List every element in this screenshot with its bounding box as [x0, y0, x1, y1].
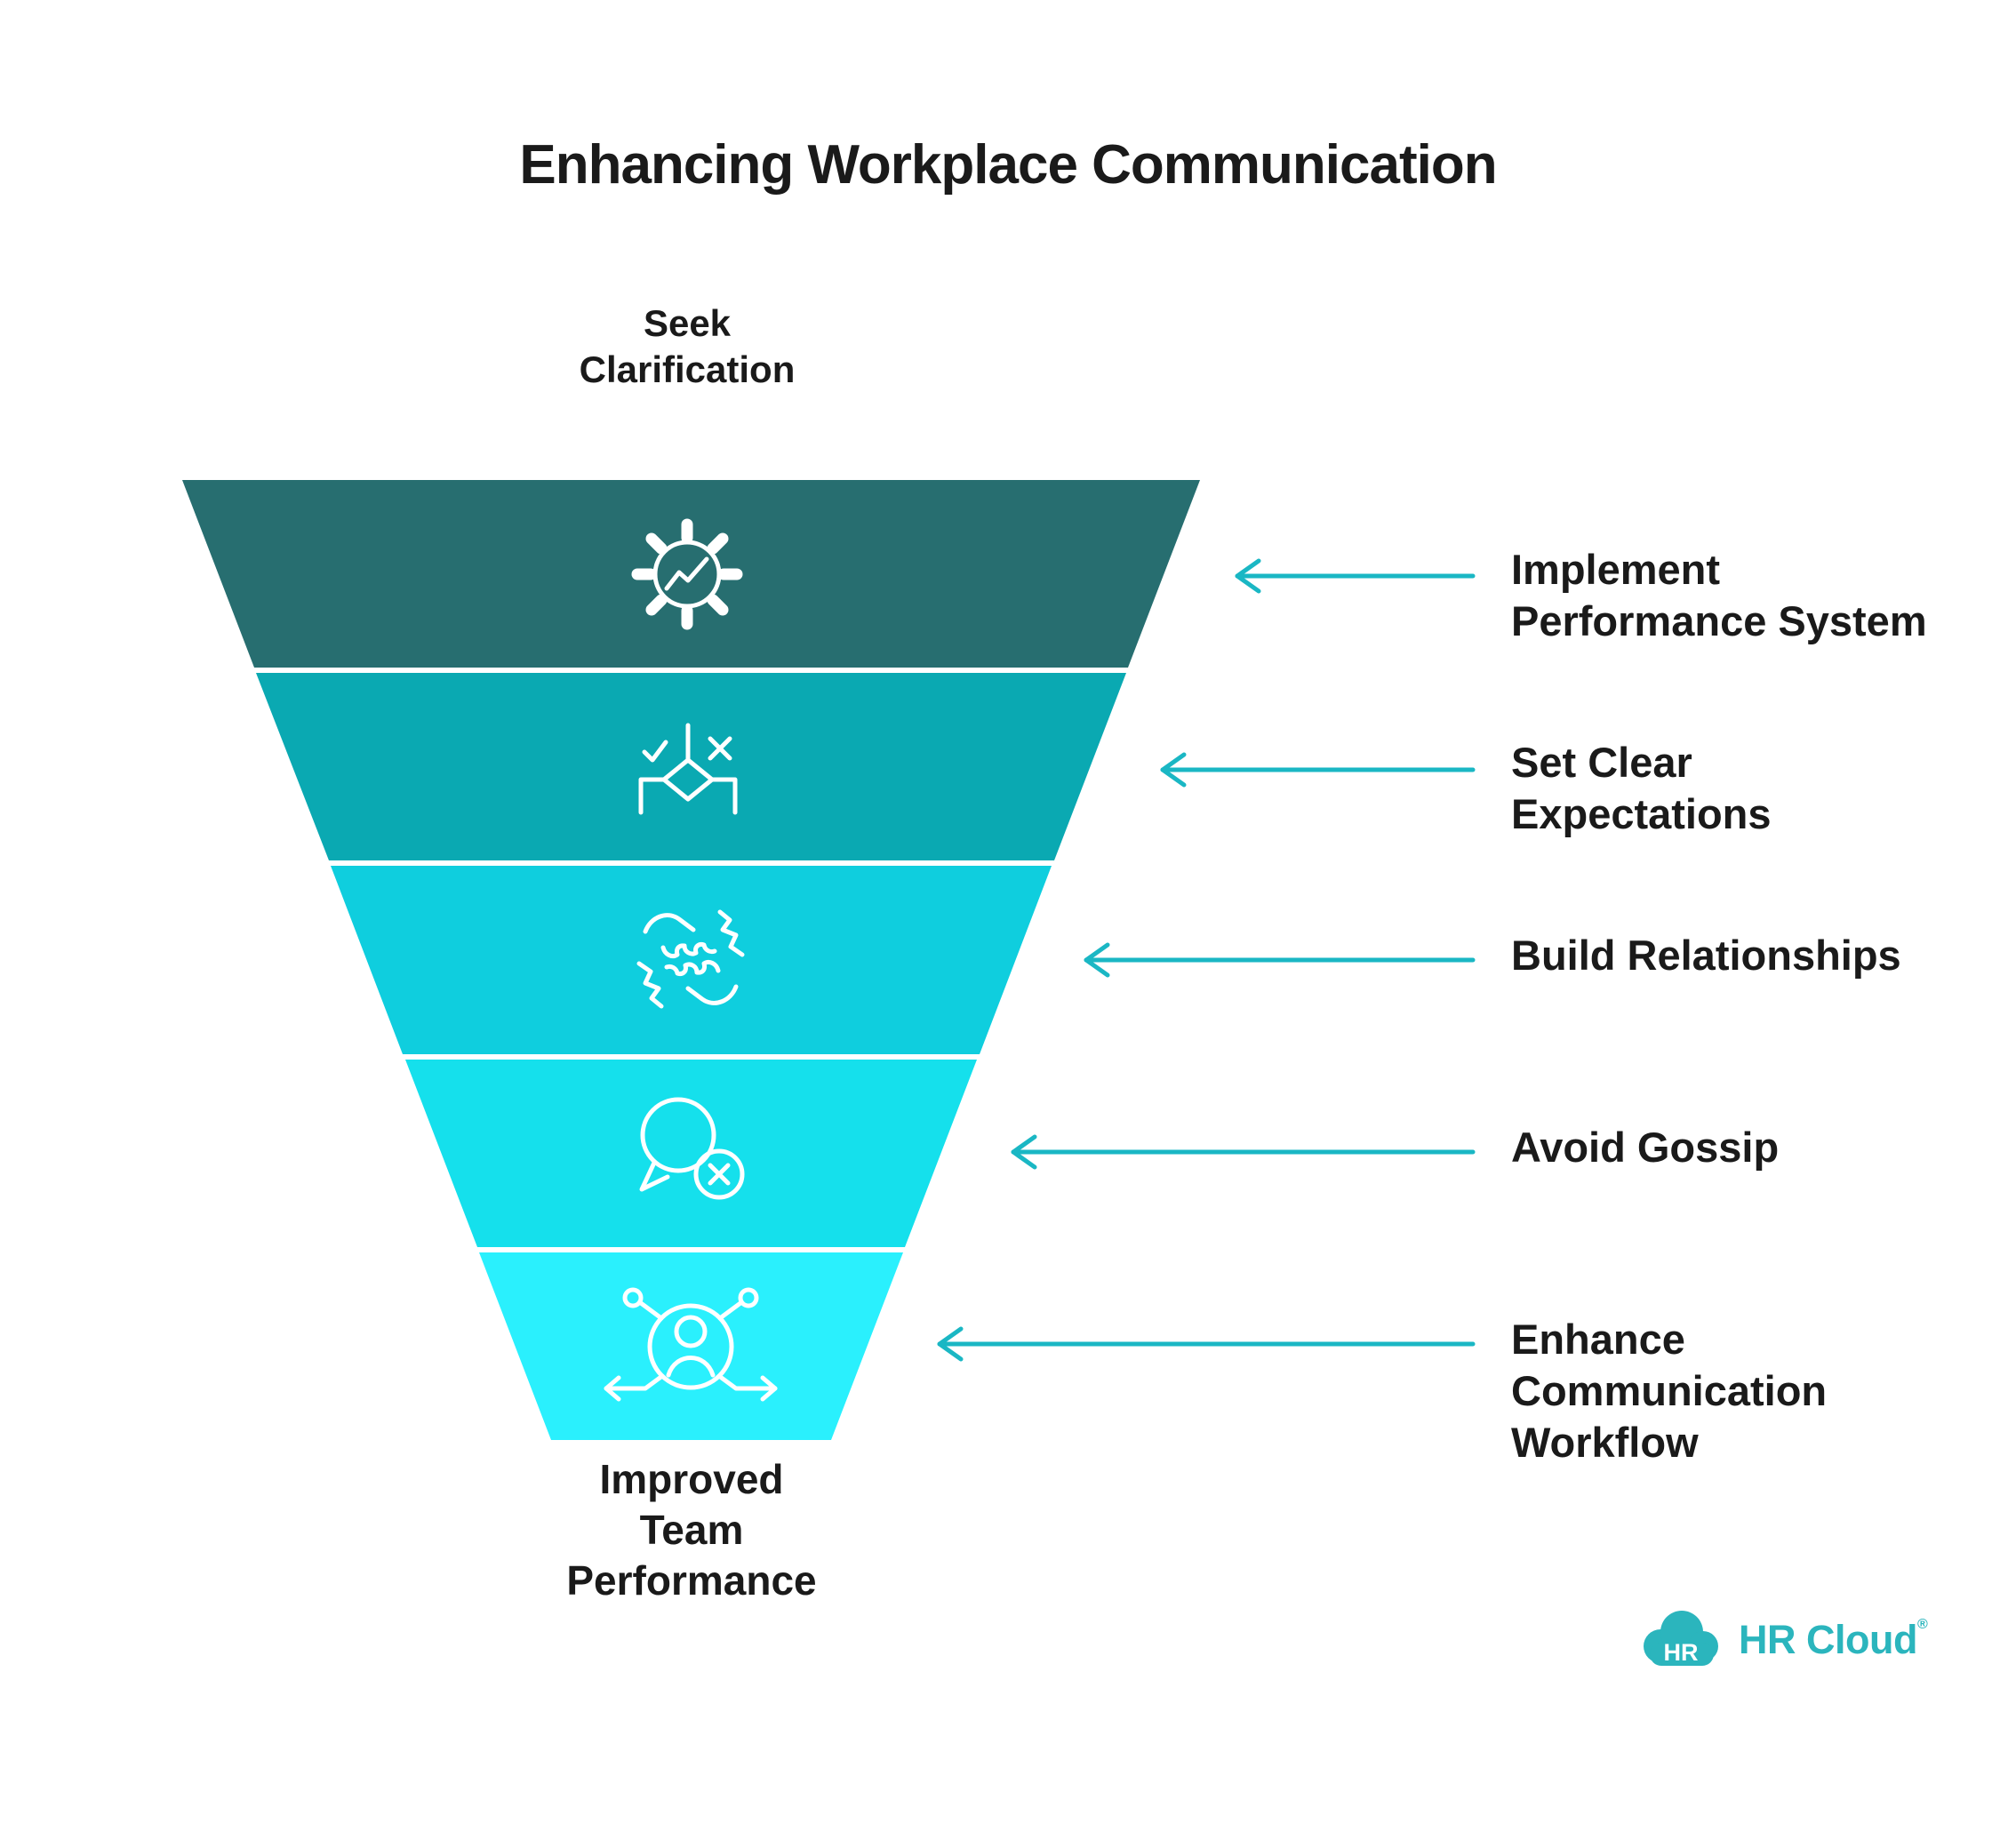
stage-4-arrow: [1011, 1134, 1476, 1170]
stage-1-arrow: [1235, 558, 1476, 594]
no-gossip-icon: [639, 1097, 745, 1200]
handshake-icon: [636, 909, 745, 1009]
stage-5-arrow: [937, 1326, 1476, 1362]
funnel-stage-2: [256, 673, 1126, 860]
person-workflow-icon: [604, 1287, 778, 1402]
decision-check-icon: [638, 723, 738, 815]
page-title: Enhancing Workplace Communication: [519, 134, 1497, 196]
funnel-stage-4: [405, 1060, 977, 1247]
hr-cloud-icon: HR: [1644, 1611, 1718, 1666]
registered-mark: ®: [1916, 1617, 1928, 1632]
funnel-output-label: Improved Team Performance: [566, 1456, 817, 1604]
funnel-stage-3: [331, 866, 1052, 1054]
stage-2-arrow: [1160, 752, 1476, 788]
logo-name: HR Cloud: [1739, 1617, 1917, 1662]
logo-wordmark: HR Cloud®: [1739, 1617, 1928, 1663]
stage-label-enhance-communication-workflow: Enhance Communication Workflow: [1511, 1316, 1828, 1466]
stage-label-avoid-gossip: Avoid Gossip: [1511, 1124, 1780, 1171]
gear-performance-icon: [631, 518, 743, 630]
stage-3-arrow: [1084, 942, 1476, 978]
stage-label-build-relationships: Build Relationships: [1511, 932, 1901, 979]
funnel-input-label: Seek Clarification: [579, 302, 796, 390]
stage-label-set-clear-expectations: Set Clear Expectations: [1511, 739, 1772, 837]
stage-label-implement-performance-system: Implement Performance System: [1511, 546, 1927, 644]
hr-cloud-logo: HR HR Cloud®: [1637, 1605, 1928, 1675]
logo-badge-text: HR: [1664, 1639, 1699, 1666]
